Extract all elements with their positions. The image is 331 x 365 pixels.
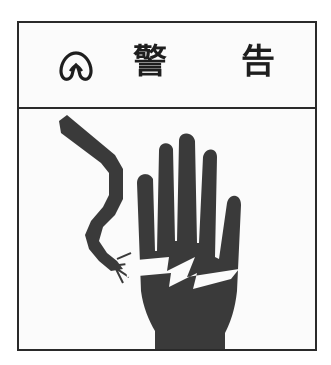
warning-title-char-1: 警 <box>133 42 167 82</box>
wire-shape <box>59 115 123 271</box>
warning-title-char-2: 告 <box>241 42 275 82</box>
sign-header: 警 告 <box>19 23 315 109</box>
lightning-bolt-shape <box>125 257 239 289</box>
hand-shape <box>137 133 241 349</box>
warning-symbol-icon <box>59 51 93 81</box>
electric-shock-hand-icon <box>59 115 241 349</box>
warning-sign: 警 告 <box>17 21 317 351</box>
